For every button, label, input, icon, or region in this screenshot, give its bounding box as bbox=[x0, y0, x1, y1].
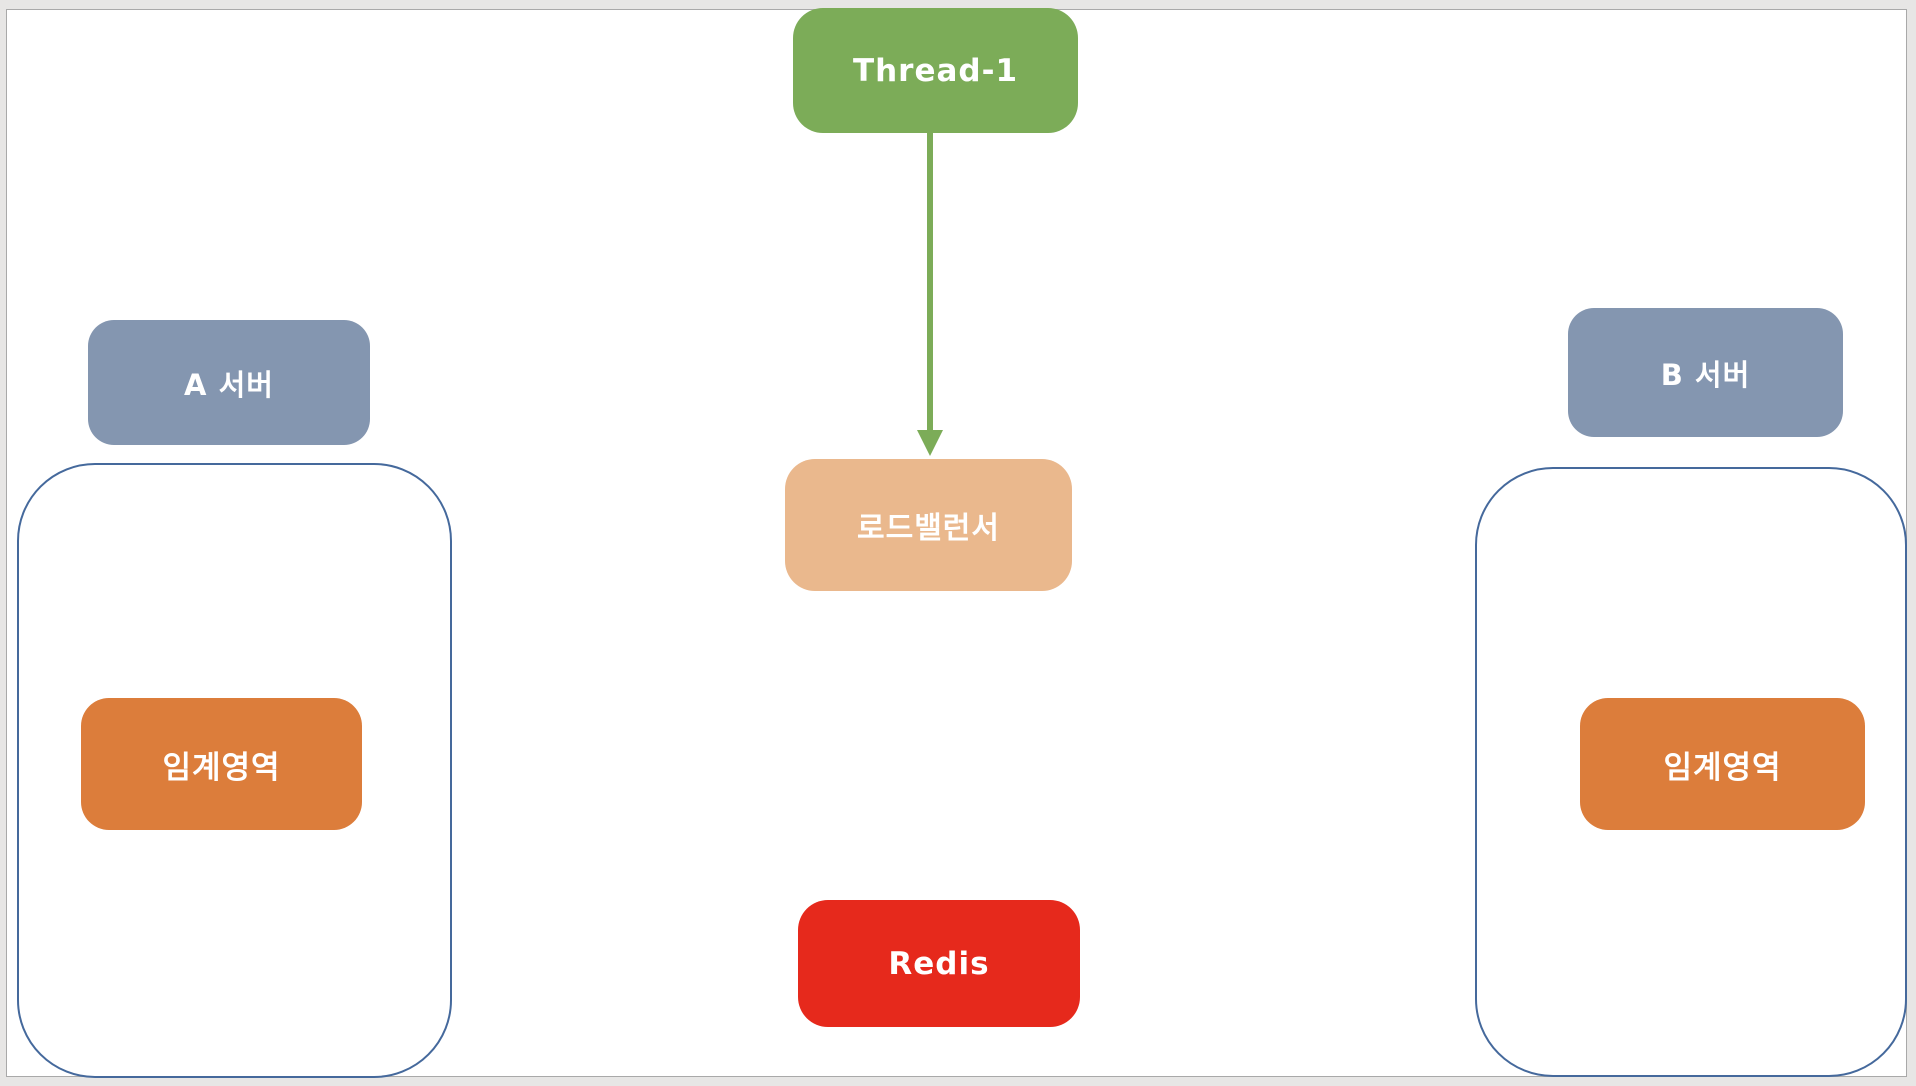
server-a-region-container bbox=[17, 463, 452, 1078]
thread-node: Thread-1 bbox=[793, 8, 1078, 133]
arrow-head-icon bbox=[917, 430, 943, 456]
server-b-node: B 서버 bbox=[1568, 308, 1843, 437]
server-a-node: A 서버 bbox=[88, 320, 370, 445]
load-balancer-node: 로드밸런서 bbox=[785, 459, 1072, 591]
redis-node: Redis bbox=[798, 900, 1080, 1027]
arrow-line-thread-to-loadbalancer bbox=[927, 133, 933, 433]
server-b-region-container bbox=[1475, 467, 1907, 1077]
critical-section-a-node: 임계영역 bbox=[81, 698, 362, 830]
critical-section-b-node: 임계영역 bbox=[1580, 698, 1865, 830]
